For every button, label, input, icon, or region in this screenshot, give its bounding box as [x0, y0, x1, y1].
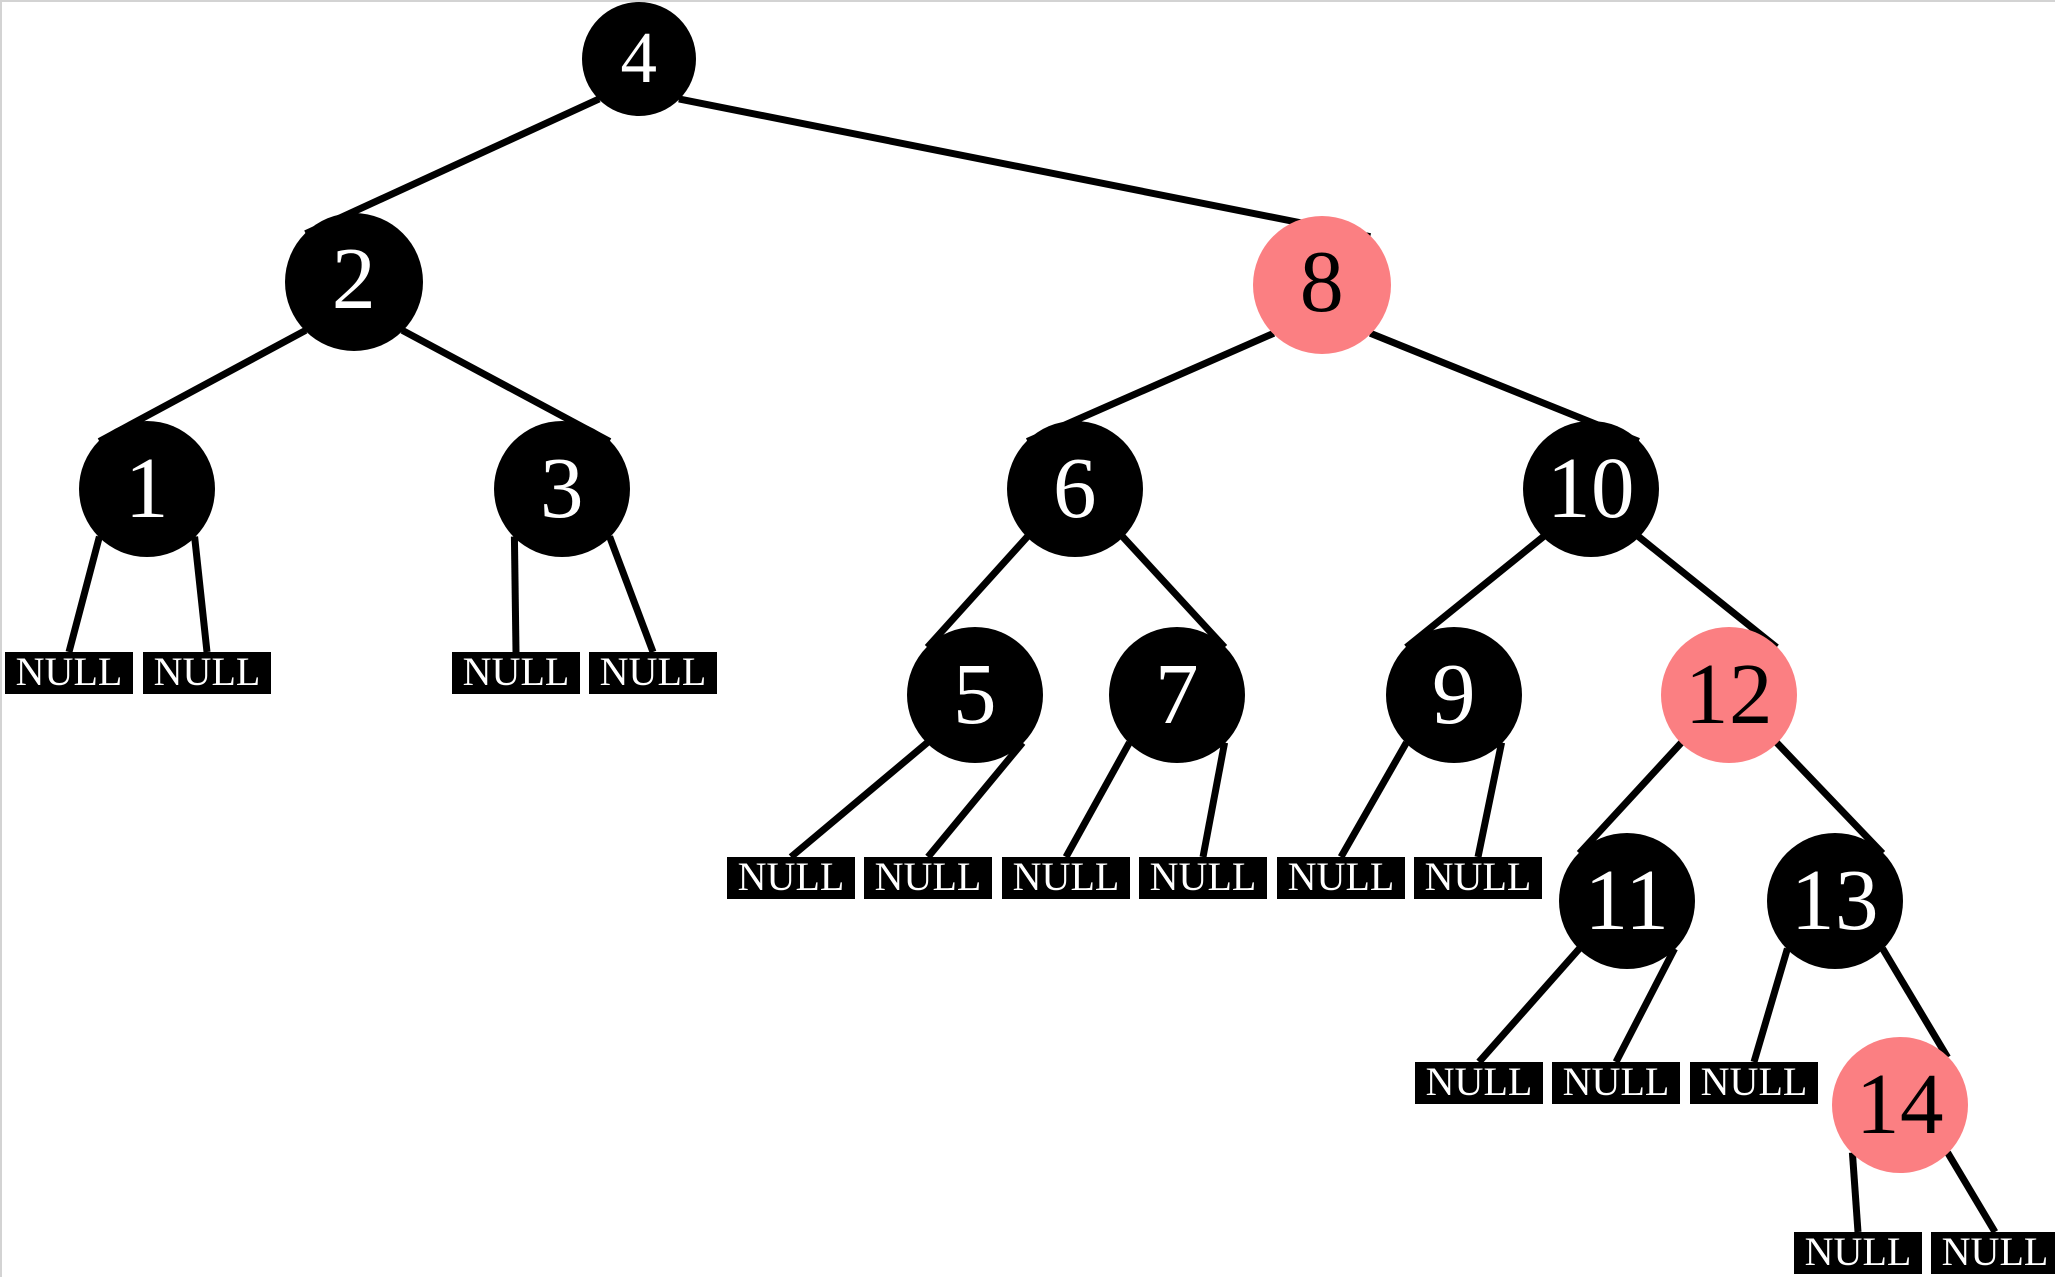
tree-node-3[interactable]: 3 [494, 421, 630, 557]
tree-null-leaf: NULL [1002, 857, 1130, 899]
tree-node-label: 14 [1856, 1054, 1944, 1152]
tree-node-label: 12 [1685, 644, 1773, 742]
tree-edge-n5-nl5 [788, 739, 930, 860]
tree-edge-n7-nl8 [1199, 741, 1229, 858]
tree-edge-n3-nl4 [606, 535, 657, 654]
tree-node-label: 1 [125, 438, 169, 536]
tree-edge-n9-nl9 [1337, 740, 1410, 859]
tree-node-9[interactable]: 9 [1386, 627, 1522, 763]
tree-node-label: 2 [331, 231, 377, 328]
tree-node-label: 3 [540, 438, 584, 536]
tree-edge-n13-nl13 [1750, 947, 1791, 1063]
tree-null-leaf-label: NULL [462, 649, 570, 694]
tree-node-label: 6 [1053, 438, 1097, 536]
tree-edge-n3-nl3 [510, 536, 520, 653]
tree-null-leaf-label: NULL [1804, 1229, 1912, 1274]
tree-node-13[interactable]: 13 [1767, 833, 1903, 969]
tree-node-5[interactable]: 5 [907, 627, 1043, 763]
tree-null-leaf: NULL [727, 857, 855, 899]
tree-edge-n7-nl7 [1062, 740, 1133, 859]
tree-null-leaf-label: NULL [1424, 854, 1532, 899]
tree-node-label: 13 [1791, 850, 1879, 948]
tree-node-2[interactable]: 2 [285, 213, 423, 351]
tree-edge-n1-nl2 [191, 536, 211, 653]
tree-node-7[interactable]: 7 [1109, 627, 1245, 763]
tree-edge-n11-nl11 [1476, 946, 1583, 1065]
tree-null-leaf-label: NULL [599, 649, 707, 694]
tree-node-8[interactable]: 8 [1253, 216, 1391, 354]
tree-null-leaf-label: NULL [1149, 854, 1257, 899]
tree-node-11[interactable]: 11 [1559, 833, 1695, 969]
tree-null-leaf: NULL [452, 652, 580, 694]
tree-null-leaf: NULL [1931, 1232, 2055, 1274]
tree-node-4[interactable]: 4 [582, 2, 696, 116]
tree-node-label: 10 [1547, 438, 1635, 536]
tree-null-leaf: NULL [1794, 1232, 1922, 1274]
tree-node-label: 8 [1299, 234, 1345, 331]
tree-null-leaf: NULL [589, 652, 717, 694]
tree-null-leaf-label: NULL [153, 649, 261, 694]
tree-null-leaf-label: NULL [1287, 854, 1395, 899]
tree-node-12[interactable]: 12 [1661, 627, 1797, 763]
tree-null-leaf-label: NULL [1700, 1059, 1808, 1104]
tree-null-leaf-label: NULL [1425, 1059, 1533, 1104]
tree-node-label: 4 [620, 16, 658, 98]
tree-null-leaf: NULL [143, 652, 271, 694]
tree-node-14[interactable]: 14 [1832, 1037, 1968, 1173]
tree-node-label: 7 [1155, 644, 1199, 742]
tree-null-leaf: NULL [1415, 1062, 1543, 1104]
tree-node-10[interactable]: 10 [1523, 421, 1659, 557]
tree-node-label: 9 [1432, 644, 1476, 742]
tree-null-leaf: NULL [1414, 857, 1542, 899]
tree-edge-n4-n8 [678, 95, 1371, 241]
tree-edge-n9-nl10 [1474, 741, 1506, 858]
tree-null-leaf: NULL [1139, 857, 1267, 899]
tree-node-label: 5 [953, 644, 997, 742]
tree-null-leaf: NULL [1552, 1062, 1680, 1104]
tree-null-leaf: NULL [1277, 857, 1405, 899]
tree-edge-n14-nl14 [1848, 1152, 1862, 1233]
tree-null-leaf: NULL [5, 652, 133, 694]
tree-node-6[interactable]: 6 [1007, 421, 1143, 557]
tree-null-leaf-label: NULL [1941, 1229, 2049, 1274]
tree-edge-n14-nl15 [1944, 1150, 1999, 1234]
tree-edge-n1-nl1 [65, 535, 103, 653]
tree-null-leaf-label: NULL [874, 854, 982, 899]
tree-null-leaf: NULL [1690, 1062, 1818, 1104]
tree-null-leaf: NULL [864, 857, 992, 899]
tree-null-leaf-label: NULL [15, 649, 123, 694]
tree-null-leaf-label: NULL [1562, 1059, 1670, 1104]
tree-node-label: 11 [1584, 850, 1670, 948]
tree-node-1[interactable]: 1 [79, 421, 215, 557]
tree-null-leaf-label: NULL [1012, 854, 1120, 899]
tree-null-leaf-label: NULL [737, 854, 845, 899]
